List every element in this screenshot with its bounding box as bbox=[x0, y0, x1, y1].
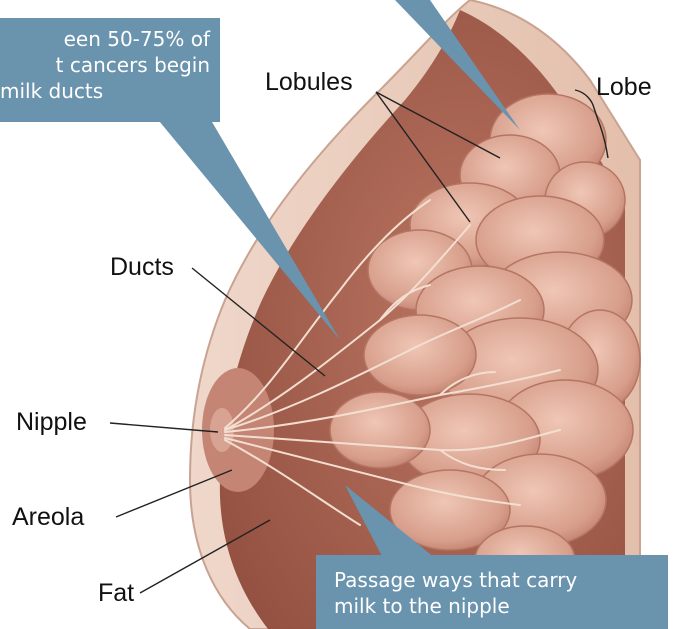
label-lobules: Lobules bbox=[265, 70, 353, 95]
label-ducts: Ducts bbox=[110, 255, 174, 280]
callout-top-line-1: een 50-75% of bbox=[0, 26, 210, 52]
nipple-shape bbox=[210, 408, 234, 452]
label-nipple: Nipple bbox=[16, 410, 87, 435]
label-lobe: Lobe bbox=[596, 75, 652, 100]
callout-bottom-line-1: Passage ways that carry bbox=[334, 567, 658, 593]
callout-bottom-line-2: milk to the nipple bbox=[334, 593, 658, 619]
label-fat: Fat bbox=[98, 581, 134, 606]
callout-top-line-2: t cancers begin bbox=[0, 52, 210, 78]
callout-top-line-3: milk ducts bbox=[0, 78, 210, 104]
label-areola: Areola bbox=[12, 505, 84, 530]
callout-bottom: Passage ways that carry milk to the nipp… bbox=[316, 555, 668, 629]
callout-top: een 50-75% of t cancers begin milk ducts bbox=[0, 18, 220, 122]
